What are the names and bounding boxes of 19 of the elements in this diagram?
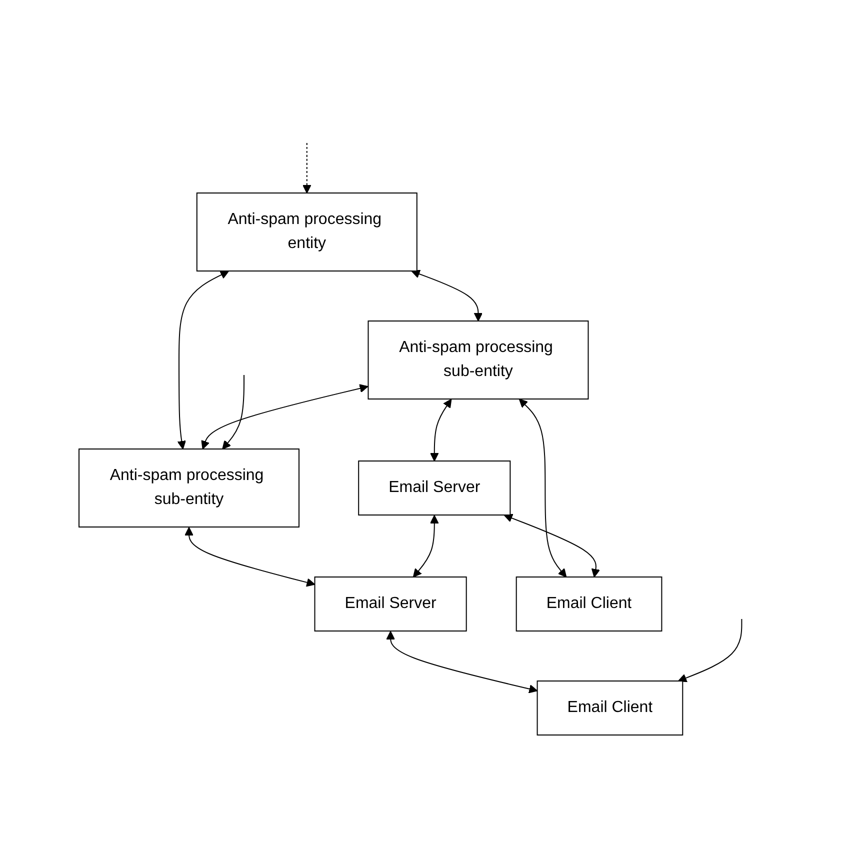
arrow: [503, 514, 600, 578]
arrow: [678, 618, 742, 682]
node-box: Email Client: [536, 680, 683, 736]
node-box: Email Server: [358, 460, 510, 516]
arrow: [302, 142, 311, 194]
node-box: Email Server: [314, 576, 466, 632]
arrow: [412, 515, 438, 578]
arrow: [410, 270, 482, 322]
arrow: [386, 631, 538, 694]
node-box: Email Client: [515, 576, 662, 632]
node-box: Anti-spam processing sub-entity: [78, 448, 300, 528]
arrow: [176, 270, 229, 450]
arrow: [430, 398, 452, 462]
arrow: [200, 384, 368, 450]
node-box: Anti-spam processing sub-entity: [367, 320, 588, 400]
arrow: [518, 398, 566, 578]
node-box: Anti-spam processing entity: [196, 192, 418, 272]
arrow: [222, 374, 244, 450]
arrow: [184, 527, 315, 587]
